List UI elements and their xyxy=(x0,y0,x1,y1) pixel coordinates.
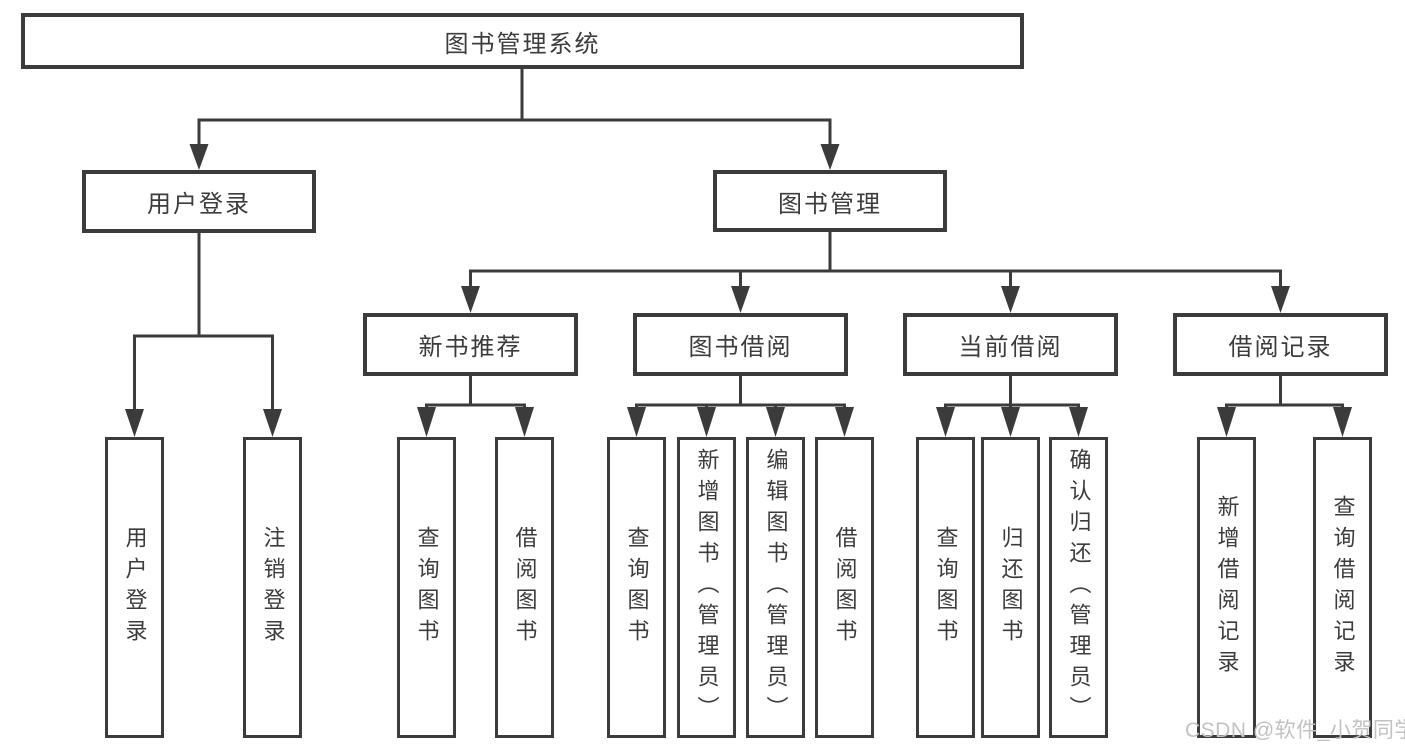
node-borrow-books: 借阅图书 xyxy=(815,437,874,738)
node-label: 新书推荐 xyxy=(418,334,523,361)
node-label: 借阅图书 xyxy=(512,525,538,650)
node-logout: 注销登录 xyxy=(243,437,302,738)
node-edit-books-admin: 编辑图书（管理员） xyxy=(746,437,805,738)
connector-borrow-record-children xyxy=(1217,376,1352,437)
node-label: 图书借阅 xyxy=(688,334,793,361)
node-query-books: 查询图书 xyxy=(397,437,456,738)
node-query-books: 查询图书 xyxy=(916,437,975,738)
node-return-books: 归还图书 xyxy=(981,437,1040,738)
node-library-management-system: 图书管理系统 xyxy=(21,13,1024,69)
node-label: 用户登录 xyxy=(147,191,251,218)
node-label: 新增图书（管理员） xyxy=(694,448,720,727)
connector-book-management-children xyxy=(461,232,1290,313)
node-label: 新增借阅记录 xyxy=(1214,494,1240,681)
node-book-management: 图书管理 xyxy=(713,170,947,232)
csdn-watermark: CSDN @软件_小贺同学 xyxy=(1185,719,1405,742)
node-label: 查询图书 xyxy=(414,525,440,650)
node-label: 注销登录 xyxy=(260,525,286,650)
node-label: 借阅图书 xyxy=(832,525,858,650)
node-label: 图书管理 xyxy=(778,190,882,218)
node-query-books: 查询图书 xyxy=(607,437,666,738)
node-book-borrowing: 图书借阅 xyxy=(633,313,848,376)
node-label: 编辑图书（管理员） xyxy=(763,448,789,727)
node-label: 查询图书 xyxy=(624,525,650,650)
node-label: 查询借阅记录 xyxy=(1330,494,1356,681)
node-confirm-return-admin: 确认归还（管理员） xyxy=(1049,437,1108,738)
node-query-borrow-record: 查询借阅记录 xyxy=(1313,437,1372,738)
node-add-borrow-record: 新增借阅记录 xyxy=(1197,437,1256,738)
node-label: 确认归还（管理员） xyxy=(1066,448,1092,727)
connector-root-to-level2 xyxy=(189,69,840,170)
node-user-login: 用户登录 xyxy=(82,170,316,233)
node-borrow-books: 借阅图书 xyxy=(495,437,554,738)
connector-current-borrow-children xyxy=(936,376,1088,437)
node-borrowing-records: 借阅记录 xyxy=(1173,313,1388,376)
node-label: 图书管理系统 xyxy=(444,30,601,58)
node-label: 查询图书 xyxy=(933,525,959,650)
node-current-borrowing: 当前借阅 xyxy=(903,313,1118,376)
node-label: 用户登录 xyxy=(122,525,148,650)
connector-user-login-children xyxy=(125,233,282,437)
node-label: 归还图书 xyxy=(998,525,1024,650)
connector-book-borrow-children xyxy=(627,376,854,437)
node-label: 借阅记录 xyxy=(1228,334,1333,361)
node-new-book-recommend: 新书推荐 xyxy=(363,313,578,376)
connector-new-book-children xyxy=(417,376,534,437)
node-add-books-admin: 新增图书（管理员） xyxy=(677,437,736,738)
node-user-login-leaf: 用户登录 xyxy=(105,437,164,738)
node-label: 当前借阅 xyxy=(958,334,1063,361)
